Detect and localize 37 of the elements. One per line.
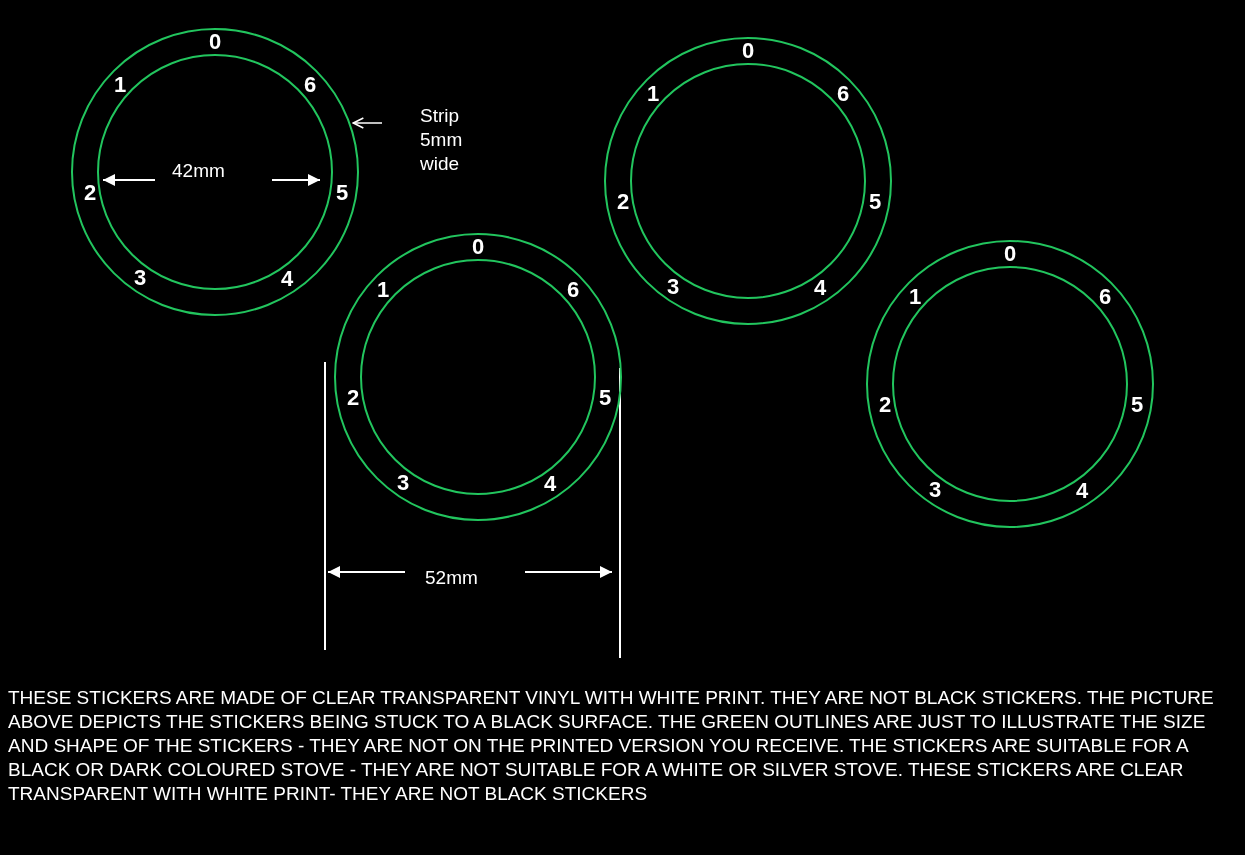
dial-number: 1 (646, 83, 660, 105)
dial-number: 5 (335, 182, 349, 204)
dimension-label: 42mm (172, 159, 225, 183)
dial-number: 0 (471, 236, 485, 258)
dial-number: 3 (396, 472, 410, 494)
dimension-label: 52mm (425, 566, 478, 590)
dial-number: 3 (133, 267, 147, 289)
dial-number: 4 (280, 268, 294, 290)
dial-number: 2 (878, 394, 892, 416)
dial-number: 0 (1003, 243, 1017, 265)
dial-number: 2 (616, 191, 630, 213)
dial-number: 6 (566, 279, 580, 301)
dial-number: 6 (836, 83, 850, 105)
dial-number: 1 (376, 279, 390, 301)
dial-number: 5 (1130, 394, 1144, 416)
dial-number: 6 (303, 74, 317, 96)
dial-number: 5 (868, 191, 882, 213)
dial-number: 4 (543, 473, 557, 495)
dial-number: 2 (83, 182, 97, 204)
dial-number: 3 (928, 479, 942, 501)
ring-sticker (70, 27, 360, 317)
dial-number: 4 (1075, 480, 1089, 502)
callout-text: Strip 5mm wide (420, 104, 480, 176)
ring-sticker (603, 36, 893, 326)
leader-arrow (352, 117, 383, 129)
ring-sticker (865, 239, 1155, 529)
dial-number: 2 (346, 387, 360, 409)
note-paragraph: THESE STICKERS ARE MADE OF CLEAR TRANSPARENT VINYL WITH WHITE PRINT. THEY ARE NOT BLACK STICKERS. THE PICTURE ABOVE DEPICTS THE STICKERS BEING STUCK TO A BLACK SURFACE. THE GREEN OUTLINES ARE JUST TO ILLUSTRATE THE SIZE AND SHAPE OF THE STICKERS - THEY ARE NOT ON THE PRINTED VERSION YOU RECEIVE. THE STICKERS ARE SUITABLE FOR A BLACK OR DARK COLOURED STOVE - THEY ARE NOT SUITABLE FOR A WHITE OR SILVER STOVE. THESE STICKERS ARE CLEAR TRANSPARENT WITH WHITE PRINT- THEY ARE NOT BLACK STICKERS (8, 686, 1215, 806)
ring-sticker (333, 232, 623, 522)
dial-number: 6 (1098, 286, 1112, 308)
dial-number: 4 (813, 277, 827, 299)
dial-number: 1 (908, 286, 922, 308)
dial-number: 1 (113, 74, 127, 96)
dial-number: 3 (666, 276, 680, 298)
dial-number: 0 (741, 40, 755, 62)
dial-number: 0 (208, 31, 222, 53)
dial-number: 5 (598, 387, 612, 409)
